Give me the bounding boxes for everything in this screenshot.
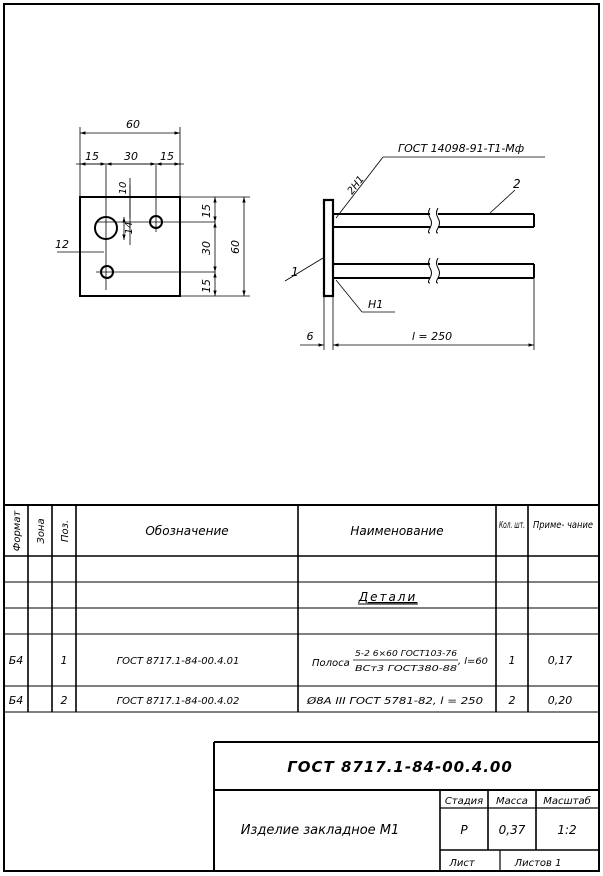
row-note: 0,17 (548, 654, 573, 667)
dim-mid-vertical: 30 (200, 241, 213, 255)
header-designation: Обозначение (145, 524, 228, 538)
row-name-suffix: , l=60 (458, 657, 488, 667)
row-designation: ГОСТ 8717.1-84-00.4.02 (117, 696, 240, 707)
dim-hole-offset: 10 (118, 182, 129, 195)
mass-value: 0,37 (499, 823, 526, 837)
anchor-bar-upper (333, 207, 535, 234)
row-format: Б4 (9, 694, 24, 707)
header-name: Наименование (350, 524, 443, 538)
item-plate-number: 1 (291, 265, 299, 279)
dim-left: 15 (85, 150, 99, 163)
mass-label: Масса (496, 796, 528, 807)
sheet-label: Лист (448, 858, 476, 869)
sheet-frame (3, 3, 600, 872)
scale-value: 1:2 (557, 823, 576, 837)
dim-top: 15 (200, 204, 213, 218)
dim-total-height: 60 (229, 240, 242, 254)
title-block: ГОСТ 8717.1-84-00.4.00 Изделие закладное… (213, 741, 599, 871)
row-pos: 2 (61, 694, 68, 707)
weld-callout-lower: Н1 (368, 298, 383, 311)
document-code: ГОСТ 8717.1-84-00.4.00 (287, 758, 513, 776)
dim-hole-dia-left: 12 (55, 238, 69, 251)
stage-label: Стадия (445, 796, 483, 807)
row-qty: 2 (509, 694, 516, 707)
weld-callout-upper: 2Н1 (346, 174, 367, 197)
row-name-denominator: ВСт3 ГОСТ380-88 (355, 664, 457, 673)
drawing-title: Изделие закладное М1 (241, 823, 400, 838)
row-qty: 1 (509, 654, 516, 667)
row-note: 0,20 (548, 694, 573, 707)
row-name-prefix: Полоса (312, 658, 350, 669)
header-format: Формат (12, 510, 23, 552)
stage-value: Р (460, 823, 468, 837)
table-row: Б4 1 ГОСТ 8717.1-84-00.4.01 Полоса 5-2 6… (9, 649, 573, 673)
table-row: Б4 2 ГОСТ 8717.1-84-00.4.02 Ø8А III ГОСТ… (9, 694, 573, 707)
row-designation: ГОСТ 8717.1-84-00.4.01 (117, 656, 240, 667)
row-name-numerator: 5-2 6×60 ГОСТ103-76 (355, 649, 457, 658)
header-pos: Поз. (60, 520, 71, 542)
row-pos: 1 (61, 654, 68, 667)
dim-bottom: 15 (200, 279, 213, 293)
plan-view: 60 15 30 15 10 14 12 15 30 15 60 (55, 118, 250, 297)
anchor-bar-lower (333, 257, 535, 284)
dim-bar-length: l = 250 (412, 330, 452, 343)
dim-plate-thickness: 6 (307, 330, 314, 343)
sheets-label: Листов 1 (514, 858, 562, 869)
dim-total-width: 60 (126, 118, 140, 131)
header-note: Приме- чание (533, 520, 593, 531)
row-name: Ø8А III ГОСТ 5781-82, l = 250 (306, 695, 483, 707)
item-bar-number: 2 (513, 177, 521, 191)
header-zone: Зона (36, 518, 47, 543)
plate-section (322, 198, 335, 298)
header-qty: Кол. шт. (499, 520, 525, 531)
dim-hole-dia-large: 14 (124, 222, 135, 235)
scale-label: Масштаб (543, 795, 591, 807)
dim-middle: 30 (124, 150, 138, 163)
dim-right: 15 (160, 150, 174, 163)
section-title-details: Детали (358, 590, 418, 604)
row-format: Б4 (9, 654, 24, 667)
side-view: ГОСТ 14098-91-Т1-Мф 2Н1 2 1 Н1 6 l = 250 (284, 142, 545, 350)
weld-standard: ГОСТ 14098-91-Т1-Мф (398, 142, 524, 155)
specification-table: Формат Зона Поз. Обозначение Наименовани… (4, 504, 599, 713)
